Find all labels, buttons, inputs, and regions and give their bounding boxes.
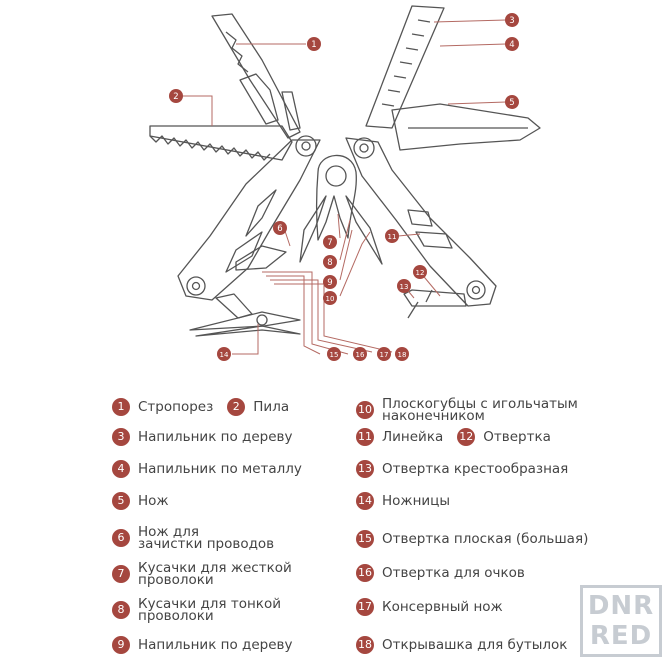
callout-18: 18 [395,347,409,361]
svg-text:5: 5 [509,98,514,108]
strap-cutter-blade [211,13,301,139]
callout-14: 14 [217,347,231,361]
svg-text:15: 15 [330,351,339,359]
svg-text:9: 9 [327,278,332,288]
knife-blade [391,103,541,151]
scissors [189,311,301,331]
watermark-logo: DNR RED [580,585,662,657]
callout-3: 3 [505,13,519,27]
svg-text:17: 17 [380,351,389,359]
wire-stripper [235,245,287,271]
callout-12: 12 [413,265,427,279]
left-handle [177,139,321,301]
svg-text:12: 12 [416,269,425,277]
svg-text:16: 16 [356,351,365,359]
callout-9: 9 [323,275,337,289]
svg-text:10: 10 [326,295,335,303]
callout-10: 10 [323,291,337,305]
svg-text:1: 1 [311,40,316,50]
callout-17: 17 [377,347,391,361]
svg-text:6: 6 [277,224,282,234]
callout-4: 4 [505,37,519,51]
svg-text:4: 4 [509,40,514,50]
svg-text:8: 8 [327,258,332,268]
svg-text:14: 14 [220,351,229,359]
callout-15: 15 [327,347,341,361]
callout-6: 6 [273,221,287,235]
callout-13: 13 [397,279,411,293]
callout-11: 11 [385,229,399,243]
svg-text:13: 13 [400,283,409,291]
callout-7: 7 [323,235,337,249]
screwdriver-bits [403,289,467,307]
svg-text:11: 11 [388,233,397,241]
callout-16: 16 [353,347,367,361]
svg-text:2: 2 [173,92,178,102]
callout-5: 5 [505,95,519,109]
svg-text:18: 18 [398,351,407,359]
svg-text:7: 7 [327,238,332,248]
callout-8: 8 [323,255,337,269]
wood-file [365,5,445,129]
pliers [315,154,357,241]
saw-blade [149,125,293,161]
callout-2: 2 [169,89,183,103]
right-handle [345,137,497,307]
callout-1: 1 [307,37,321,51]
svg-text:3: 3 [509,16,514,26]
